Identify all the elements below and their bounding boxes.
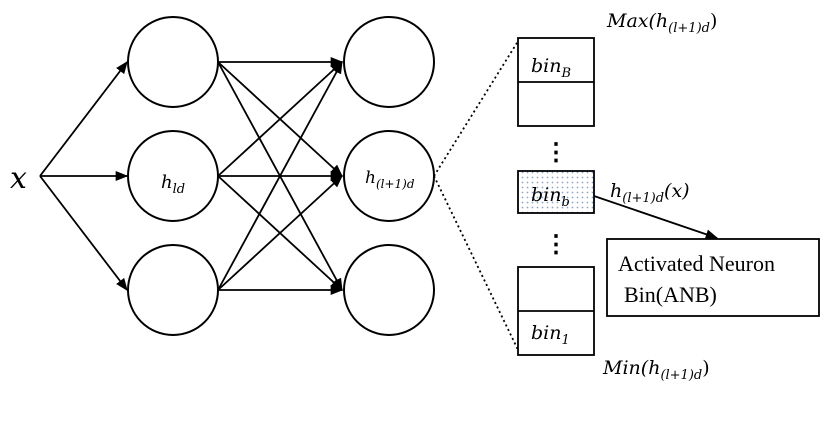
bin-b-label: binb xyxy=(531,184,570,210)
anb-box xyxy=(606,238,820,317)
neuron-layer1-bottom xyxy=(127,244,219,336)
neuron-layer2-bottom xyxy=(343,244,435,336)
zoom-lines xyxy=(433,37,521,355)
conn-3-2 xyxy=(217,175,343,291)
layer-connections xyxy=(217,56,344,296)
anb-line2: Bin(ANB) xyxy=(624,282,717,307)
arrow-x-to-h1-bottom xyxy=(39,175,128,292)
bin-B-label: binB xyxy=(531,55,571,81)
neuron-label-hl1d: h(l+1)d xyxy=(365,168,415,191)
zoom-line-bottom xyxy=(433,175,521,355)
ellipsis-lower: ⋮ xyxy=(544,232,568,258)
anb-line1: Activated Neuron xyxy=(618,251,775,276)
bin-column xyxy=(517,37,595,356)
ellipsis-upper: ⋮ xyxy=(544,140,568,166)
next-layer xyxy=(343,16,435,336)
max-label: Max(h(l+1)d) xyxy=(606,10,717,36)
min-label: Min(h(l+1)d) xyxy=(602,357,710,383)
zoom-line-top xyxy=(433,37,521,177)
conn-2-1 xyxy=(217,61,343,177)
bin-b-box xyxy=(517,170,595,214)
neuron-layer1-top xyxy=(127,16,219,108)
neuron-label-hld: hld xyxy=(161,172,185,197)
neuron-layer2-top xyxy=(343,16,435,108)
activation-label: h(l+1)d(x) xyxy=(610,180,690,206)
conn-3-1 xyxy=(217,60,343,291)
neuron-layer1-mid xyxy=(127,130,219,222)
arrow-x-to-h1-top xyxy=(39,60,128,177)
bin-1-label: bin1 xyxy=(531,322,570,348)
input-label-x: x xyxy=(10,161,27,196)
input-arrows xyxy=(39,60,129,292)
neuron-layer2-mid xyxy=(343,130,435,222)
hidden-layer xyxy=(127,16,219,336)
arrow-to-anb xyxy=(593,195,719,240)
